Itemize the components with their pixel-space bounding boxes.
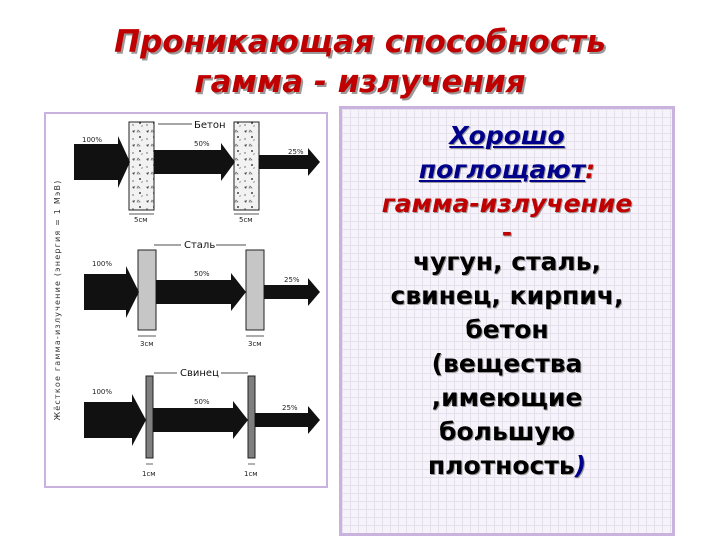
thickness-label-2: 3см	[248, 340, 262, 348]
slide-title-line-2: гамма - излучения	[194, 64, 526, 100]
thickness-label-1: 1см	[142, 470, 156, 478]
arrow-out	[264, 278, 320, 306]
panel-lead: Свинец 100% 50% 25% 1см 1см	[84, 368, 320, 478]
close-paren: )	[574, 451, 587, 480]
materials-line-3: бетон	[465, 315, 549, 344]
slide-title: Проникающая способность гамма - излучени…	[0, 22, 720, 102]
concrete-block-2	[233, 121, 260, 211]
materials-line-2: свинец, кирпич,	[390, 281, 624, 310]
in-percent-label: 100%	[92, 388, 112, 396]
mid-percent-label: 50%	[194, 140, 210, 148]
panel-concrete: 100% Бетон 50% 25% 5см 5см	[74, 120, 320, 224]
out-percent-label: 25%	[282, 404, 298, 412]
thickness-label-2: 5см	[239, 216, 253, 224]
lead-block-2	[247, 375, 256, 459]
heading-colon: :	[585, 155, 596, 184]
mid-percent-label: 50%	[194, 398, 210, 406]
mid-percent-label: 50%	[194, 270, 210, 278]
material-label: Сталь	[184, 240, 215, 251]
concrete-block-1	[128, 121, 155, 211]
note-word-density: плотность	[427, 451, 575, 480]
heading-word-2: поглощают	[418, 155, 586, 184]
arrow-in	[74, 136, 130, 188]
arrow-mid	[153, 401, 248, 439]
dash-line: -	[501, 218, 513, 247]
note-line-1: (вещества	[431, 349, 583, 378]
in-percent-label: 100%	[92, 260, 112, 268]
thickness-label-2: 1см	[244, 470, 258, 478]
absorbers-text-box: Хорошо поглощают: гамма-излучение - чугу…	[339, 106, 675, 536]
out-percent-label: 25%	[288, 148, 304, 156]
note-line-3: большую	[439, 417, 575, 446]
panel-steel: Сталь 100% 50% 25% 3см 3см	[84, 240, 320, 348]
material-label: Свинец	[180, 368, 219, 379]
gamma-absorption-figure: Жёсткое гамма-излучение (энергия = 1 МэВ…	[44, 112, 328, 488]
steel-block-2	[245, 249, 265, 331]
arrow-mid	[156, 273, 246, 311]
arrow-out	[259, 148, 320, 176]
heading-line-1: Хорошо	[342, 119, 672, 153]
steel-block-1	[137, 249, 157, 331]
heading-line-2: поглощают:	[342, 153, 672, 187]
arrow-in	[84, 266, 139, 318]
lead-block-1	[145, 375, 154, 459]
gamma-line: гамма-излучение	[381, 189, 633, 218]
thickness-label-1: 5см	[134, 216, 148, 224]
heading-word-1: Хорошо	[449, 121, 565, 150]
arrow-in	[84, 394, 146, 446]
arrow-mid	[154, 143, 235, 181]
note-line-4: плотность)	[342, 449, 672, 483]
in-percent-label: 100%	[82, 136, 102, 144]
side-label: Жёсткое гамма-излучение (энергия = 1 МэВ…	[53, 179, 62, 420]
thickness-label-1: 3см	[140, 340, 154, 348]
materials-line-1: чугун, сталь,	[412, 247, 602, 276]
note-line-2: ,имеющие	[431, 383, 583, 412]
slide-title-line-1: Проникающая способность	[114, 24, 606, 60]
arrow-out	[255, 406, 320, 434]
out-percent-label: 25%	[284, 276, 300, 284]
material-label: Бетон	[194, 120, 226, 131]
figure-drawing: Жёсткое гамма-излучение (энергия = 1 МэВ…	[53, 120, 320, 478]
